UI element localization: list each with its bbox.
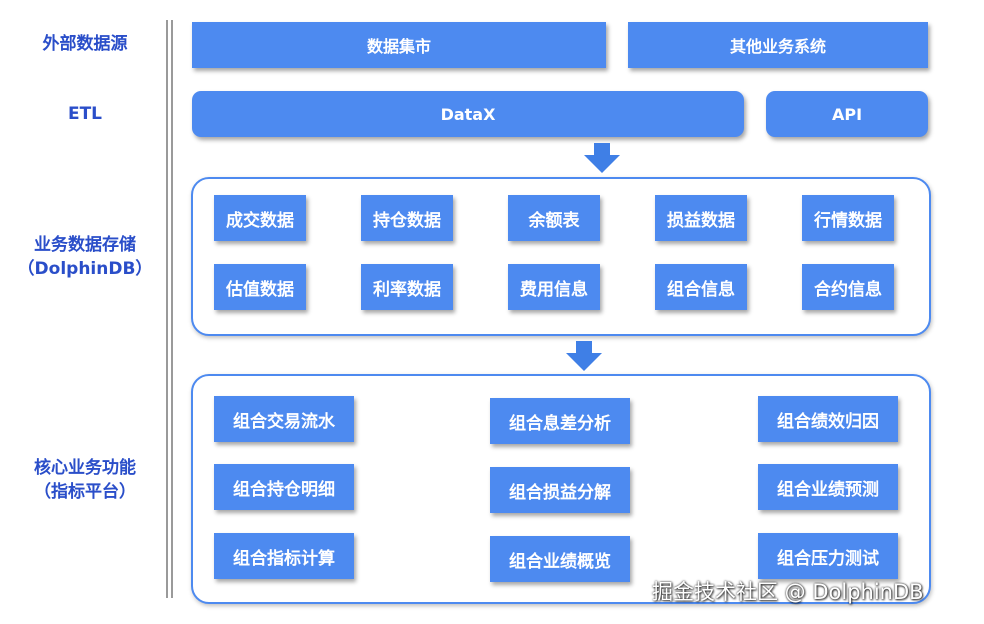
label-business-storage: 业务数据存储 （DolphinDB）: [17, 235, 153, 279]
storage-item: 利率数据: [361, 264, 453, 310]
storage-item: 合约信息: [802, 264, 894, 310]
etl-api: API: [766, 91, 928, 137]
core-function-item: 组合息差分析: [490, 398, 630, 444]
storage-item: 组合信息: [655, 264, 747, 310]
core-function-item: 组合绩效归因: [758, 396, 898, 442]
etl-datax: DataX: [192, 91, 744, 137]
watermark: 掘金技术社区 @ DolphinDB: [652, 580, 924, 604]
separator-line-right: [171, 20, 173, 598]
storage-item: 估值数据: [214, 264, 306, 310]
storage-item: 成交数据: [214, 195, 306, 241]
storage-item: 费用信息: [508, 264, 600, 310]
source-other-systems: 其他业务系统: [628, 22, 928, 68]
storage-item: 余额表: [508, 195, 600, 241]
separator-line-left: [166, 20, 168, 598]
label-etl: ETL: [67, 104, 103, 124]
storage-item: 损益数据: [655, 195, 747, 241]
label-external-sources: 外部数据源: [42, 34, 128, 54]
storage-item: 持仓数据: [361, 195, 453, 241]
core-function-item: 组合损益分解: [490, 467, 630, 513]
core-function-item: 组合持仓明细: [214, 464, 354, 510]
core-function-item: 组合压力测试: [758, 533, 898, 579]
core-function-item: 组合业绩概览: [490, 536, 630, 582]
source-data-mart: 数据集市: [192, 22, 606, 68]
core-function-item: 组合指标计算: [214, 533, 354, 579]
arrow-down-icon: [584, 143, 620, 173]
arrow-down-icon: [566, 341, 602, 371]
label-core-functions: 核心业务功能 （指标平台）: [34, 458, 136, 502]
core-function-item: 组合交易流水: [214, 396, 354, 442]
core-function-item: 组合业绩预测: [758, 464, 898, 510]
storage-item: 行情数据: [802, 195, 894, 241]
